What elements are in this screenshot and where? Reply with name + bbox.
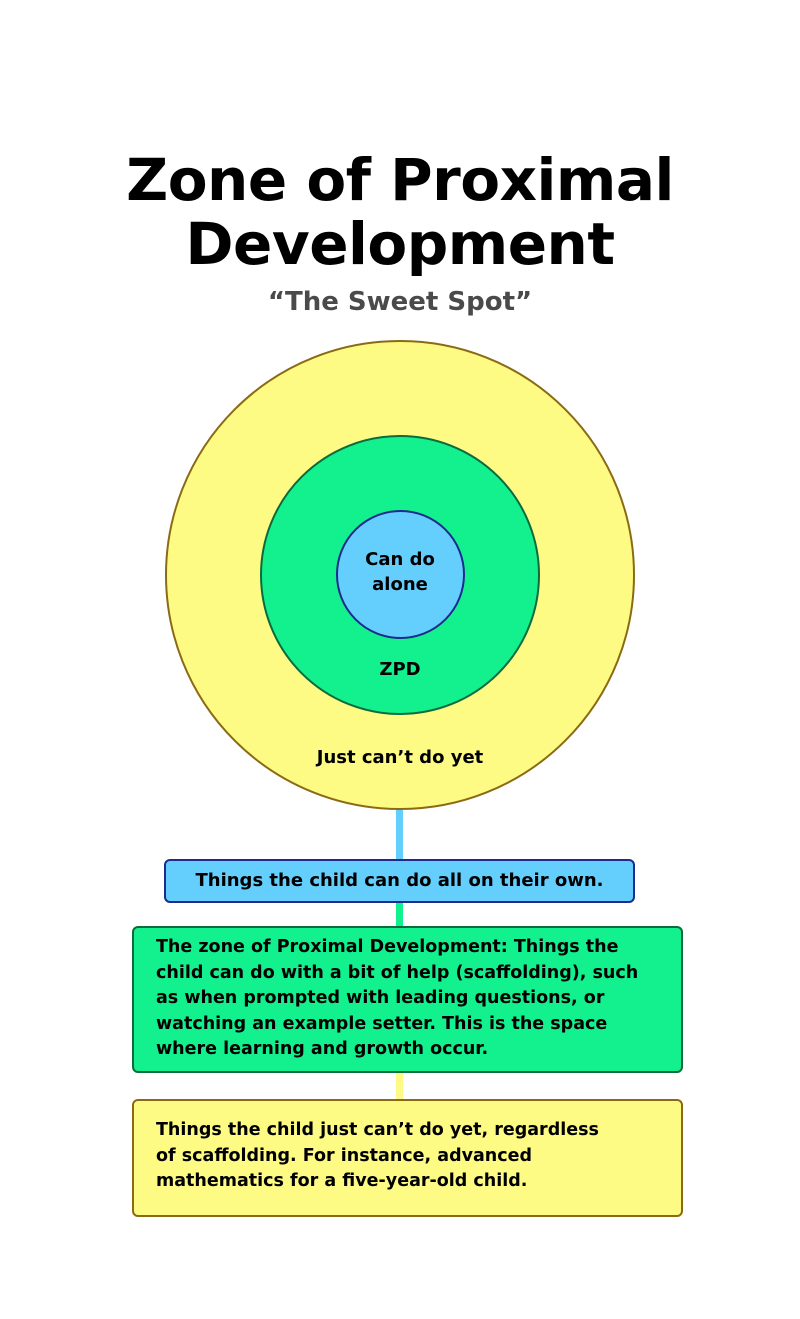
description-line: watching an example setter. This is the … xyxy=(156,1013,608,1034)
page-title-line-1: Zone of Proximal xyxy=(126,146,674,214)
description-text: Things the child can do all on their own… xyxy=(195,870,604,891)
description-box-zpd: The zone of Proximal Development: Things… xyxy=(132,926,683,1073)
description-line: where learning and growth occur. xyxy=(156,1039,489,1059)
description-line: as when prompted with leading questions,… xyxy=(156,988,605,1008)
connector-yellow xyxy=(396,1072,403,1100)
connector-green xyxy=(396,902,403,927)
description-line: Things the child just can’t do yet, rega… xyxy=(156,1120,599,1140)
description-line: mathematics for a five-year-old child. xyxy=(156,1171,528,1191)
description-line: child can do with a bit of help (scaffol… xyxy=(156,962,639,983)
inner-circle-label-line-1: Can do xyxy=(365,549,435,570)
page-subtitle: “The Sweet Spot” xyxy=(267,287,533,317)
connector-blue xyxy=(396,810,403,860)
inner-circle-can-do-alone xyxy=(336,510,465,639)
description-line: of scaffolding. For instance, advanced xyxy=(156,1145,533,1166)
description-line: The zone of Proximal Development: Things… xyxy=(156,937,619,957)
outer-circle-label: Just can’t do yet xyxy=(316,747,484,768)
description-box-cant-do-yet: Things the child just can’t do yet, rega… xyxy=(132,1099,683,1217)
page-title-line-2: Development xyxy=(185,210,615,278)
inner-circle-label-line-2: alone xyxy=(372,574,428,595)
description-box-can-do-alone: Things the child can do all on their own… xyxy=(164,859,635,903)
middle-circle-label: ZPD xyxy=(379,659,421,680)
